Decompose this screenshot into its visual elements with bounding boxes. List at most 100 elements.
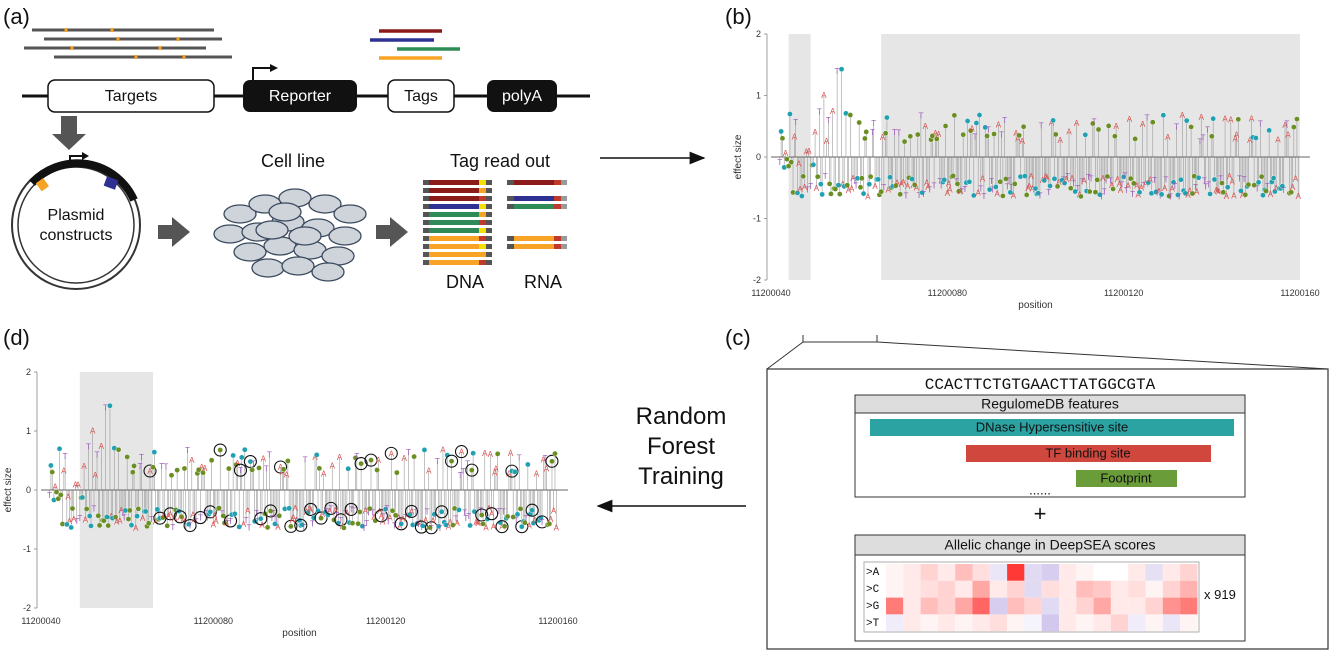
lollipop-point — [126, 507, 133, 514]
lollipop-point: A — [320, 510, 326, 519]
lollipop-point — [1054, 183, 1061, 190]
cell — [281, 256, 315, 276]
lollipop-point — [970, 192, 977, 199]
lollipop-point — [1095, 126, 1102, 133]
lollipop-point — [1245, 181, 1252, 188]
lollipop-point — [469, 467, 475, 473]
lollipop-point: A — [363, 506, 369, 515]
cell — [308, 194, 342, 214]
lollipop-point: A — [307, 505, 313, 514]
plasmid-label-line1: Plasmid — [48, 207, 105, 224]
lollipop-point: A — [1147, 175, 1153, 184]
heatmap-cell — [1162, 597, 1181, 615]
lollipop-point: A — [1162, 184, 1168, 193]
cell — [251, 258, 285, 278]
lollipop-point: T — [465, 460, 470, 469]
lollipop-point: A — [830, 107, 836, 116]
deepsea-heatmap — [886, 564, 1198, 632]
lollipop-point — [1145, 179, 1152, 186]
lollipop-point: T — [1104, 177, 1109, 186]
heatmap-cell — [1041, 580, 1059, 598]
heatmap-cell — [1093, 597, 1111, 615]
lollipop-point: A — [1296, 192, 1302, 201]
cell-line-label: Cell line — [261, 151, 325, 171]
lollipop-point — [838, 66, 845, 72]
lollipop-point: A — [235, 459, 241, 468]
lollipop-point: T — [163, 463, 168, 472]
lollipop-point: A — [61, 466, 67, 475]
lollipop-point — [128, 522, 135, 528]
lollipop-point: T — [854, 181, 859, 190]
lollipop-point: T — [497, 507, 502, 516]
lollipop-point: A — [224, 518, 230, 527]
significant-ring — [203, 505, 217, 519]
lollipop-point: A — [1233, 135, 1239, 144]
lollipop-point — [355, 520, 361, 527]
lollipop-point — [1195, 174, 1202, 181]
dna-read — [429, 252, 479, 257]
lollipop-point — [504, 513, 511, 520]
lollipop-point: A — [1025, 184, 1031, 193]
significant-ring — [344, 502, 358, 516]
plus-sign: + — [1034, 501, 1047, 526]
dna-read — [429, 180, 479, 185]
lollipop-point: T — [429, 524, 434, 533]
lollipop-point — [168, 472, 175, 479]
rna-read — [514, 236, 554, 241]
lollipop-point — [517, 506, 524, 512]
significant-ring — [495, 520, 509, 534]
heatmap-cell — [989, 564, 1008, 581]
lollipop-point — [280, 466, 287, 473]
heatmap-cell — [1110, 597, 1129, 615]
lollipop-point: T — [366, 509, 371, 518]
lollipop-point: A — [969, 125, 975, 134]
lollipop-point: T — [370, 508, 375, 517]
lollipop-point: A — [554, 523, 560, 532]
lollipop-point — [1182, 190, 1189, 197]
tag-oligos — [370, 29, 460, 60]
lollipop-point — [1291, 124, 1297, 130]
lollipop-point: A — [1275, 136, 1281, 145]
lollipop-point: A — [1224, 192, 1230, 201]
lollipop-point — [787, 111, 793, 117]
lollipop-point — [56, 445, 63, 452]
heatmap-cell — [937, 614, 956, 632]
lollipop-point — [236, 524, 242, 530]
lollipop-point — [919, 189, 926, 196]
lollipop-point — [443, 522, 449, 528]
heatmap-cell — [1162, 614, 1181, 632]
lollipop-point: A — [1231, 191, 1237, 200]
cell — [233, 242, 267, 262]
rna-label: RNA — [524, 272, 562, 292]
lollipop-point: T — [986, 125, 991, 134]
lollipop-point: T — [1203, 182, 1208, 191]
heatmap-cell — [1076, 564, 1094, 581]
lollipop-point — [450, 522, 456, 528]
lollipop-point: T — [1086, 173, 1091, 182]
y-axis-label: effect size — [733, 134, 744, 179]
lollipop-point — [1052, 131, 1059, 138]
x-tick-label: 11200080 — [928, 288, 967, 298]
lollipop-point: T — [438, 524, 443, 533]
lollipop-point — [875, 176, 881, 183]
lollipop-point — [53, 489, 60, 495]
lollipop-point: A — [284, 471, 290, 480]
lollipop-point: T — [63, 452, 68, 461]
lollipop-point — [164, 522, 171, 529]
lollipop-point — [357, 509, 363, 515]
significant-ring — [243, 455, 257, 469]
module-reporter-label: Reporter — [269, 88, 332, 105]
lollipop-point: T — [205, 513, 210, 522]
lollipop-point — [1294, 116, 1300, 122]
heatmap-cell — [1041, 614, 1059, 632]
lollipop-point: T — [1218, 175, 1223, 184]
lollipop-point: T — [989, 177, 994, 186]
plasmid: Plasmid constructs — [11, 152, 141, 290]
lollipop-point — [862, 135, 868, 142]
heatmap-cell — [1110, 564, 1129, 581]
significant-ring — [324, 501, 338, 515]
lollipop-point — [1094, 177, 1101, 183]
lollipop-point: A — [1074, 119, 1080, 128]
plasmid-promoter-icon — [69, 155, 84, 166]
lollipop-point — [844, 182, 851, 188]
